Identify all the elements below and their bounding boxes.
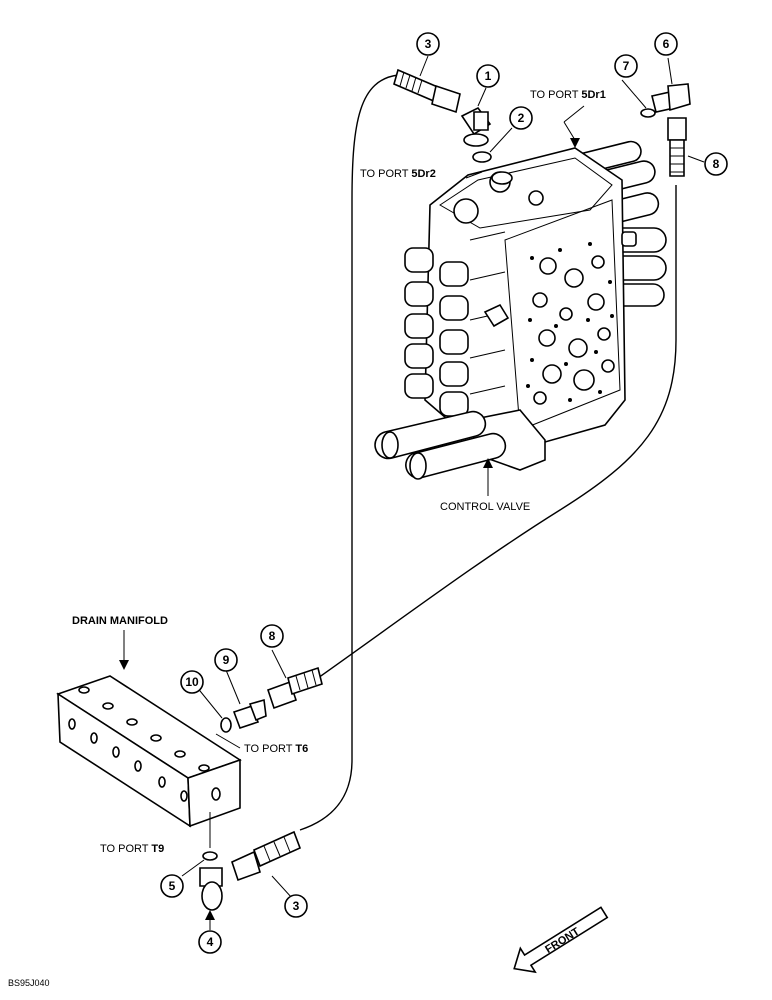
svg-text:7: 7 <box>623 59 630 73</box>
callout-5: 5 <box>160 874 184 898</box>
elbow-fitting-1 <box>460 106 492 147</box>
label-control-valve: CONTROL VALVE <box>440 501 530 513</box>
callout-3-top: 3 <box>416 32 440 56</box>
callout-1: 1 <box>476 64 500 88</box>
label-to-port-t9: TO PORT T9 <box>100 843 164 855</box>
callout-7: 7 <box>614 54 638 78</box>
label-to-port-5dr2: TO PORT 5Dr2 <box>360 168 436 180</box>
svg-text:8: 8 <box>269 629 276 643</box>
hose-end-fitting-8-top <box>667 117 687 177</box>
svg-text:3: 3 <box>425 37 432 51</box>
callout-2: 2 <box>509 106 533 130</box>
callout-10: 10 <box>180 670 204 694</box>
callout-9: 9 <box>214 648 238 672</box>
svg-text:5: 5 <box>169 879 176 893</box>
front-direction-arrow <box>513 906 609 974</box>
o-ring-5 <box>202 851 218 861</box>
callout-8-top: 8 <box>704 152 728 176</box>
callout-8-bottom: 8 <box>260 624 284 648</box>
svg-text:1: 1 <box>485 69 492 83</box>
callout-4: 4 <box>198 930 222 954</box>
svg-text:4: 4 <box>207 935 214 949</box>
control-valve <box>374 140 667 480</box>
figure-code: BS95J040 <box>8 978 50 988</box>
drain-manifold <box>56 675 242 828</box>
callout-6: 6 <box>654 32 678 56</box>
drain-hose-right <box>317 185 677 679</box>
label-to-port-t6: TO PORT T6 <box>244 743 308 755</box>
drain-hose-left <box>299 74 399 831</box>
svg-text:3: 3 <box>293 899 300 913</box>
hose-end-fitting-8-bottom <box>266 666 323 710</box>
hose-end-fitting-top <box>393 68 461 114</box>
svg-text:6: 6 <box>663 37 670 51</box>
elbow-fitting-6 <box>651 83 691 113</box>
svg-text:8: 8 <box>713 157 720 171</box>
elbow-fitting-4 <box>199 867 223 911</box>
callout-3-bottom: 3 <box>284 894 308 918</box>
label-drain-manifold: DRAIN MANIFOLD <box>72 615 168 627</box>
label-to-port-5dr1: TO PORT 5Dr1 <box>530 89 606 101</box>
svg-text:2: 2 <box>518 111 525 125</box>
svg-text:10: 10 <box>185 675 199 689</box>
hose-end-fitting-bottom <box>231 830 302 882</box>
adapter-fitting-9 <box>232 698 267 730</box>
svg-text:9: 9 <box>223 653 230 667</box>
o-ring-10 <box>220 717 232 733</box>
o-ring-7 <box>640 108 656 118</box>
o-ring-2 <box>472 151 492 163</box>
